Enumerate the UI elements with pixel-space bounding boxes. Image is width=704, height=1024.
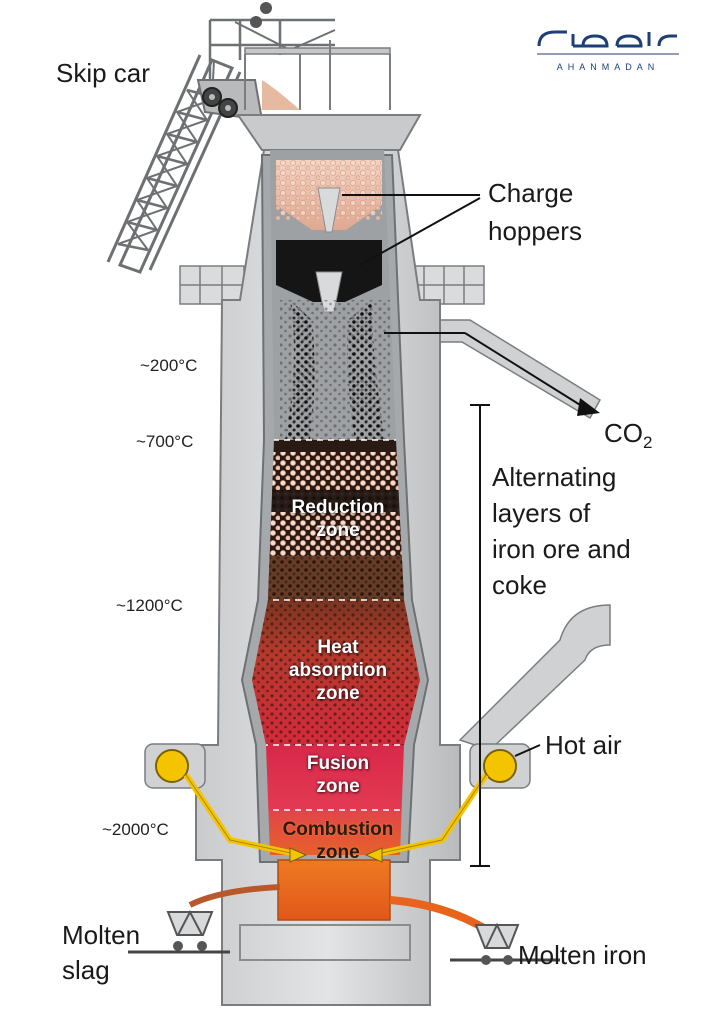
label-hot-air: Hot air [545, 730, 622, 760]
zone-reduction-line2: zone [316, 520, 360, 541]
slag-tap-stream [188, 884, 281, 908]
co2-arrow-head [577, 398, 600, 416]
temp-2000: ~2000°C [102, 820, 169, 839]
label-co2-sub: 2 [643, 433, 653, 453]
zone-heat-line2: absorption [288, 660, 388, 681]
zone-reduction-label: Reduction zone [248, 496, 428, 542]
label-co2: CO2 [604, 418, 652, 458]
label-alternating-line4: coke [492, 570, 547, 600]
label-molten-slag-line1: Molten [62, 920, 141, 950]
zone-fusion-label: Fusion zone [248, 752, 428, 798]
ground-and-ladles [128, 909, 560, 965]
label-molten-slag-line2: slag [62, 955, 110, 985]
label-molten-iron: Molten iron [518, 940, 647, 970]
temp-1200: ~1200°C [116, 596, 183, 615]
zone-heat-line1: Heat [317, 637, 359, 658]
temp-200: ~200°C [140, 356, 198, 375]
brand-logo-mark [537, 30, 679, 55]
brand-logo: AHANMADAN [533, 24, 683, 76]
leader-lines [342, 194, 586, 867]
label-alternating-line1: Alternating [492, 462, 617, 492]
zone-heat-line3: zone [316, 683, 360, 704]
label-charge-hoppers-line1: Charge [488, 178, 574, 208]
label-charge-hoppers-line2: hoppers [488, 216, 582, 246]
top-frame [208, 2, 336, 110]
zone-combustion-label: Combustion zone [240, 818, 436, 864]
zone-reduction-line1: Reduction [291, 497, 385, 518]
hearth [277, 859, 391, 921]
label-alternating-line2: layers of [492, 498, 591, 528]
label-co2-main: CO [604, 418, 643, 448]
zone-combustion-line2: zone [316, 842, 360, 863]
zone-fusion-line1: Fusion [306, 753, 370, 774]
top-platform [244, 40, 391, 110]
top-funnel [236, 114, 422, 151]
zone-heat-absorption-label: Heat absorption zone [248, 636, 428, 705]
zone-fusion-line2: zone [316, 776, 360, 797]
temp-700: ~700°C [136, 432, 194, 451]
label-alternating-line3: iron ore and [492, 534, 631, 564]
label-skip-car: Skip car [56, 58, 150, 88]
brand-logo-text: AHANMADAN [556, 62, 660, 72]
zone-combustion-line1: Combustion [282, 819, 394, 840]
hot-air-duct [458, 604, 611, 751]
